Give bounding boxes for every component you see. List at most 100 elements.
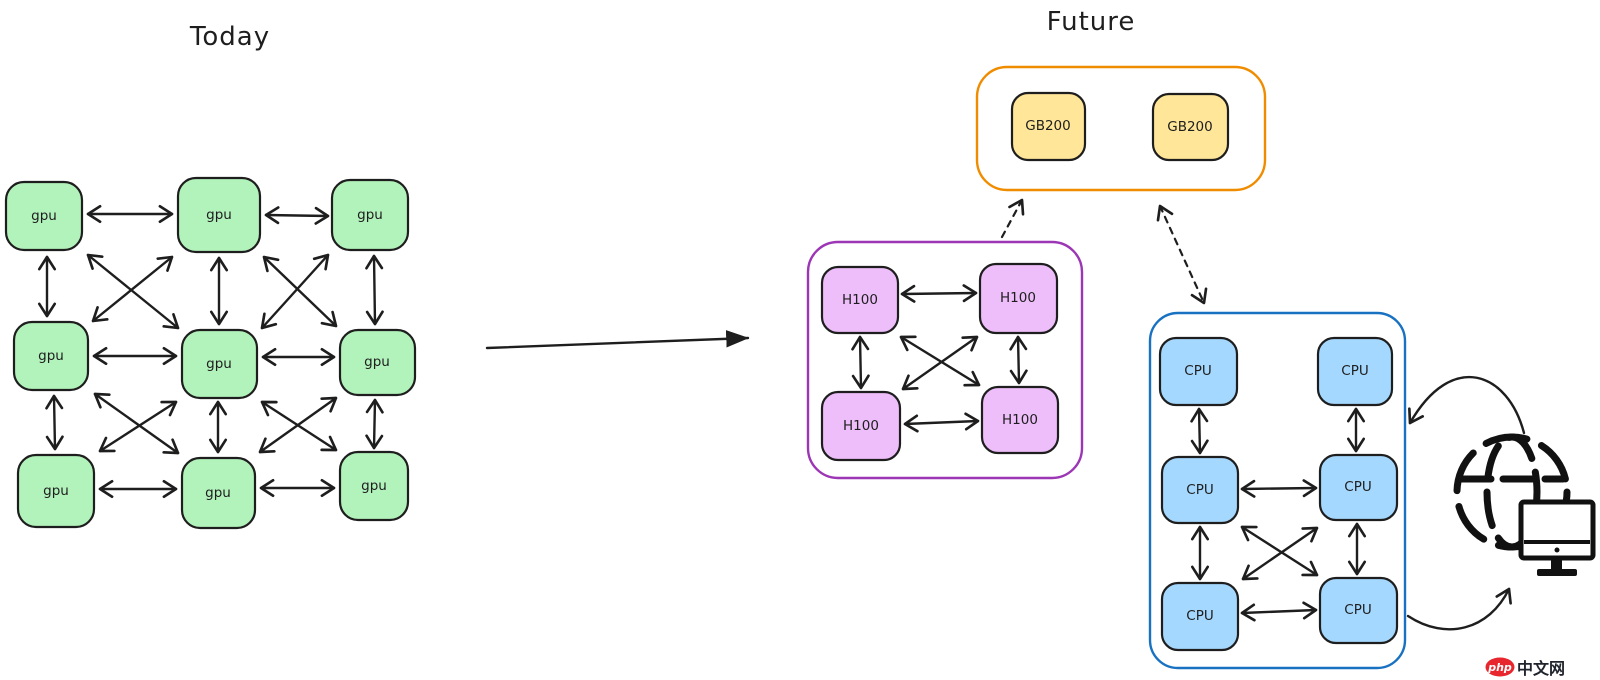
gpu-node: gpu xyxy=(338,450,410,522)
gpu-box xyxy=(330,178,410,252)
h100-label: H100 xyxy=(842,292,878,308)
cpu-node: CPU xyxy=(1316,336,1394,407)
gpu-label: gpu xyxy=(361,478,387,494)
h100-box xyxy=(980,385,1060,455)
h100-label: H100 xyxy=(1000,290,1036,306)
cluster-arrow xyxy=(1190,407,1209,455)
gpu-box xyxy=(180,456,257,530)
gpu-box xyxy=(176,176,262,254)
cpu-node: CPU xyxy=(1160,455,1240,525)
mesh-arrow xyxy=(86,253,180,330)
curved-arrow-internet-to-cpu xyxy=(1408,375,1526,435)
gpu-label: gpu xyxy=(205,485,231,501)
cpu-node: CPU xyxy=(1318,576,1399,645)
watermark-php-logo: php 中文网 xyxy=(1485,657,1566,679)
monitor-icon xyxy=(1518,499,1596,576)
cluster-arrow xyxy=(900,284,978,303)
dashed-arrow-gb200-to-cpu xyxy=(1156,204,1208,305)
mesh-arrow xyxy=(260,253,330,330)
gb200-label: GB200 xyxy=(1167,119,1213,135)
mesh-arrow xyxy=(91,255,174,323)
cpu-label: CPU xyxy=(1186,608,1213,624)
watermark-site-name: 中文网 xyxy=(1517,659,1565,678)
mesh-arrow xyxy=(98,400,178,453)
transition-arrow xyxy=(485,330,750,350)
cluster-arrow xyxy=(1240,601,1318,622)
watermark-brand-label: php xyxy=(1487,661,1512,674)
gpu-node: gpu xyxy=(180,328,259,400)
gpu-label: gpu xyxy=(31,208,57,224)
mesh-arrow xyxy=(93,392,180,455)
gb200-box xyxy=(1151,92,1230,162)
h100-box xyxy=(978,262,1059,335)
gpu-box xyxy=(338,450,410,522)
gpu-node: gpu xyxy=(4,180,84,252)
php-badge xyxy=(1485,657,1515,677)
cpu-label: CPU xyxy=(1341,363,1368,379)
gpu-node: gpu xyxy=(338,328,417,397)
cpu-node: CPU xyxy=(1318,453,1399,522)
h100-box xyxy=(820,265,900,335)
mesh-arrow xyxy=(365,398,384,450)
h100-box xyxy=(820,390,902,462)
gpu-box xyxy=(180,328,259,400)
cpu-box xyxy=(1160,581,1240,652)
mesh-arrow xyxy=(365,254,384,326)
gpu-node: gpu xyxy=(180,456,257,530)
cpu-box xyxy=(1316,336,1394,407)
gpu-box xyxy=(338,328,417,397)
h100-node: H100 xyxy=(980,385,1060,455)
cpu-box xyxy=(1158,336,1239,407)
gpu-node: gpu xyxy=(330,178,410,252)
cpu-label: CPU xyxy=(1344,479,1371,495)
cpu-node: CPU xyxy=(1158,336,1239,407)
mesh-arrow xyxy=(264,206,330,225)
curved-arrow-cpu-to-monitor xyxy=(1406,587,1512,631)
future-title: Future xyxy=(1047,7,1136,37)
gpu-label: gpu xyxy=(206,207,232,223)
gpu-box xyxy=(16,453,96,529)
gpu-label: gpu xyxy=(357,207,383,223)
gpu-label: gpu xyxy=(38,348,64,364)
cluster-arrow xyxy=(901,335,979,391)
cluster-arrow xyxy=(903,412,980,433)
gb200-node: GB200 xyxy=(1151,92,1230,162)
h100-cluster-arrows xyxy=(851,284,1028,433)
h100-node: H100 xyxy=(978,262,1059,335)
gb200-box xyxy=(1010,91,1087,162)
cpu-box xyxy=(1318,453,1399,522)
gpu-mesh-arrows xyxy=(37,204,384,499)
gb200-node: GB200 xyxy=(1010,91,1087,162)
today-title: Today xyxy=(189,22,270,52)
mesh-arrow xyxy=(262,255,338,328)
cluster-arrow xyxy=(1009,335,1028,385)
mesh-arrow xyxy=(258,396,338,454)
cpu-cluster-arrows xyxy=(1190,407,1367,622)
cpu-node: CPU xyxy=(1160,581,1240,652)
gpu-node: gpu xyxy=(16,453,96,529)
h100-label: H100 xyxy=(1002,412,1038,428)
h100-node: H100 xyxy=(820,265,900,335)
globe-icon xyxy=(1453,433,1571,551)
dashed-arrow-h100-to-gb200 xyxy=(1000,198,1025,239)
cluster-arrow xyxy=(1240,479,1318,498)
gb200-label: GB200 xyxy=(1025,118,1071,134)
mesh-arrow xyxy=(45,394,64,451)
cpu-box xyxy=(1160,455,1240,525)
cpu-label: CPU xyxy=(1184,363,1211,379)
cpu-label: CPU xyxy=(1186,482,1213,498)
gpu-label: gpu xyxy=(206,356,232,372)
gpu-node: gpu xyxy=(12,320,90,392)
cluster-arrow xyxy=(851,335,870,390)
gpu-label: gpu xyxy=(43,483,69,499)
h100-node: H100 xyxy=(820,390,902,462)
cpu-label: CPU xyxy=(1344,602,1371,618)
cluster-arrow xyxy=(1241,526,1319,581)
gpu-node: gpu xyxy=(176,176,262,254)
gpu-box xyxy=(12,320,90,392)
h100-label: H100 xyxy=(843,418,879,434)
gpu-label: gpu xyxy=(364,354,390,370)
gpu-box xyxy=(4,180,84,252)
